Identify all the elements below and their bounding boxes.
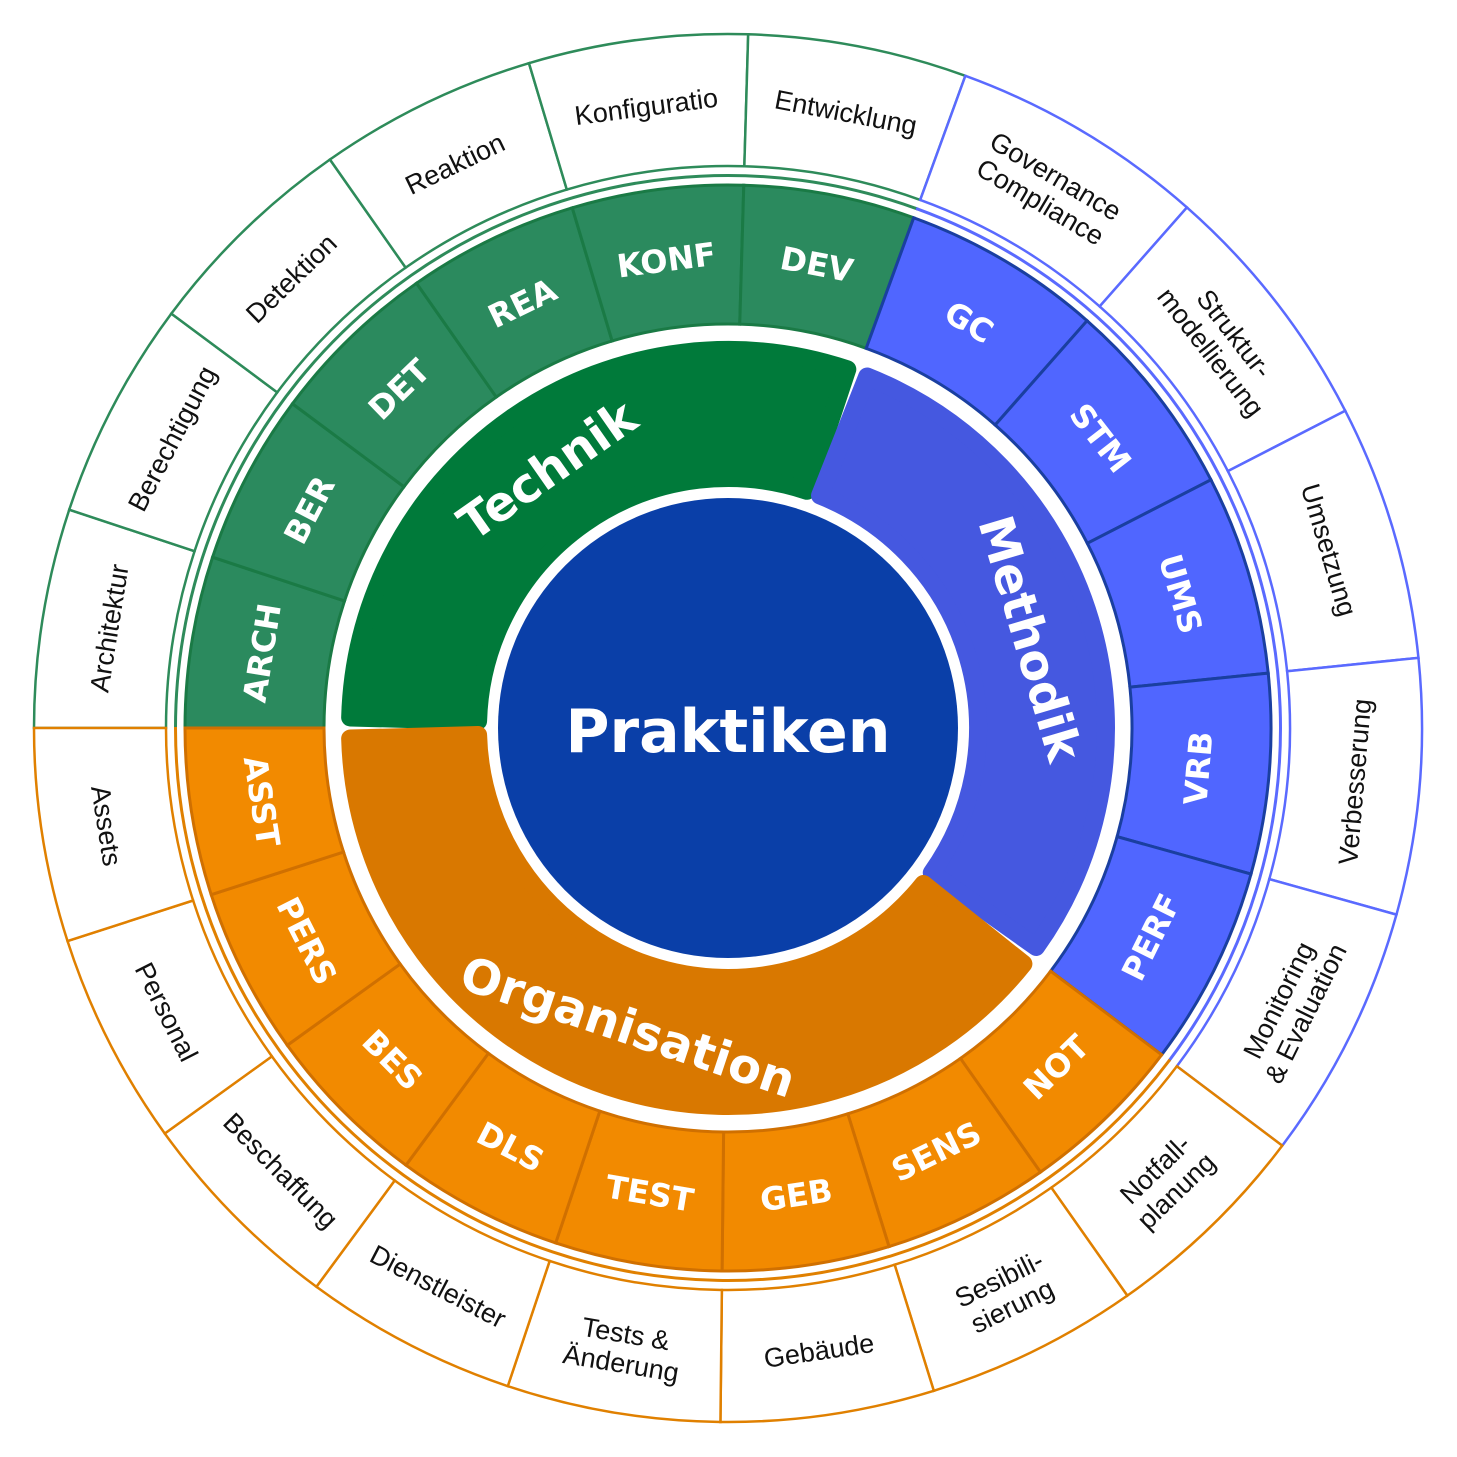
separator-arc-organisation xyxy=(173,727,1172,1282)
center-circle xyxy=(498,498,958,958)
abbr-label-vrb-line: VRB xyxy=(1176,730,1220,807)
abbr-segment-asst xyxy=(183,726,346,897)
category-segment-organisation xyxy=(341,725,1033,1115)
outer-segment-asst xyxy=(32,726,195,943)
category-segment-methodik xyxy=(811,367,1115,956)
center-label: Praktiken xyxy=(566,697,891,767)
category-segment-technik xyxy=(341,341,857,731)
abbr-label-vrb: VRB xyxy=(1176,730,1220,807)
